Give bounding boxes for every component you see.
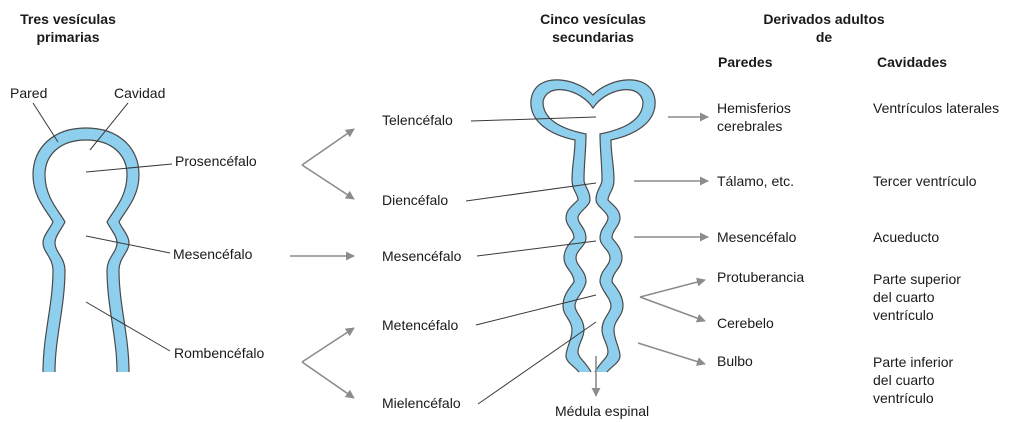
- secondary-to-adult-arrows: [634, 117, 708, 364]
- label-diencefalo: Diencéfalo: [382, 192, 448, 208]
- arrow-prosencefalo-telencefalo: [302, 129, 354, 165]
- primary-tube-wall: [33, 128, 139, 372]
- label-metencefalo: Metencéfalo: [382, 317, 458, 333]
- secondary-tube-wall: [531, 80, 655, 372]
- leader-pared: [33, 103, 58, 142]
- secondary-header-line2: secundarias: [552, 29, 634, 45]
- label-mielencefalo: Mielencéfalo: [382, 395, 461, 411]
- wall-protuberancia: Protuberancia: [717, 269, 804, 285]
- label-telencefalo: Telencéfalo: [382, 112, 453, 128]
- secondary-neural-tube: [531, 80, 655, 372]
- label-rombencefalo: Rombencéfalo: [174, 345, 264, 361]
- arrow-to-protuberancia: [640, 280, 705, 297]
- wall-talamo: Tálamo, etc.: [717, 173, 794, 189]
- primary-neural-tube: [33, 128, 139, 372]
- cavity-inferior-line3: ventrículo: [873, 390, 934, 406]
- wall-cerebelo: Cerebelo: [717, 315, 774, 331]
- wall-mesencefalo: Mesencéfalo: [717, 229, 797, 245]
- cavities-header: Cavidades: [877, 54, 947, 70]
- arrow-rombencefalo-mielencefalo: [302, 362, 354, 398]
- label-mesencefalo-secondary: Mesencéfalo: [382, 248, 462, 264]
- cavity-ventriculos-laterales: Ventrículos laterales: [873, 100, 999, 116]
- walls-header: Paredes: [718, 54, 773, 70]
- primary-header-line1: Tres vesículas: [20, 11, 116, 27]
- adult-header-line2: de: [816, 29, 833, 45]
- arrow-prosencefalo-diencefalo: [302, 165, 354, 199]
- adult-header-line1: Derivados adultos: [763, 11, 885, 27]
- wall-hemisferios-line1: Hemisferios: [717, 100, 791, 116]
- label-medula-espinal: Médula espinal: [555, 403, 649, 419]
- arrow-to-cerebelo: [640, 297, 705, 321]
- label-cavidad: Cavidad: [114, 85, 165, 101]
- label-mesencefalo-primary: Mesencéfalo: [173, 246, 253, 262]
- arrow-to-bulbo: [638, 343, 705, 364]
- cavity-superior-line1: Parte superior: [873, 271, 961, 287]
- arrow-rombencefalo-metencefalo: [302, 328, 354, 362]
- label-prosencefalo: Prosencéfalo: [175, 153, 257, 169]
- cavity-acueducto: Acueducto: [873, 229, 939, 245]
- leader-rombencefalo: [86, 302, 170, 351]
- wall-bulbo: Bulbo: [717, 353, 753, 369]
- cavity-superior-line3: ventrículo: [873, 307, 934, 323]
- cavity-superior-line2: del cuarto: [873, 289, 935, 305]
- leader-telencefalo: [471, 117, 596, 121]
- cavity-inferior-line1: Parte inferior: [873, 354, 953, 370]
- cavity-tercer-ventriculo: Tercer ventrículo: [873, 173, 977, 189]
- primary-header-line2: primarias: [36, 29, 99, 45]
- label-pared: Pared: [10, 85, 47, 101]
- wall-hemisferios-line2: cerebrales: [717, 118, 782, 134]
- cavity-inferior-line2: del cuarto: [873, 372, 935, 388]
- primary-to-secondary-arrows: [290, 129, 354, 398]
- secondary-header-line1: Cinco vesículas: [540, 11, 646, 27]
